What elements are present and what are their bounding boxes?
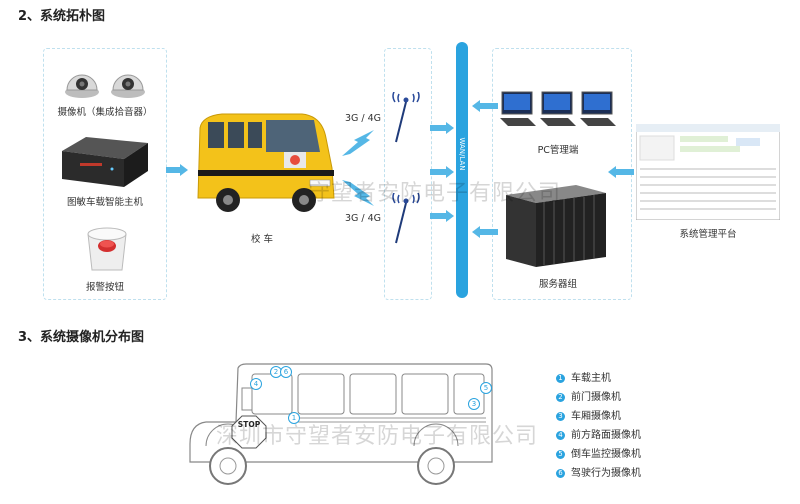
watermark-top: 守望者安防电子有限公司 (308, 181, 562, 206)
marker-6: 6 (280, 366, 292, 378)
dome-camera-icon (65, 74, 145, 98)
stop-sign-label: STOP (237, 420, 261, 429)
marker-4: 4 (250, 378, 262, 390)
dvr-label: 图敏车载智能主机 (66, 197, 143, 208)
marker-2: 2 (270, 366, 282, 378)
pc-monitor-icon (500, 91, 616, 126)
cell-tower-icon (392, 92, 420, 143)
wan-lan-bus-bar (456, 42, 468, 298)
watermark-bottom: 深圳市守望者安防电子有限公司 (216, 424, 539, 449)
school-bus-image (197, 113, 335, 212)
topology-title: 2、系统拓朴图 (18, 9, 106, 24)
arrow-right-icon (430, 166, 454, 178)
arrow-left-icon (472, 100, 498, 112)
platform-screenshot-image (636, 124, 780, 220)
alarm-button-icon (87, 227, 127, 271)
arrow-left-icon (608, 166, 634, 178)
platform-label: 系统管理平台 (679, 229, 737, 240)
alarm-label: 报警按钮 (85, 282, 124, 293)
network-bottom-label: 3G / 4G (344, 213, 382, 224)
arrow-right-icon (166, 164, 188, 176)
distribution-title: 3、系统摄像机分布图 (18, 330, 145, 345)
arrow-right-icon (430, 122, 454, 134)
arrow-right-icon (430, 210, 454, 222)
network-frame (384, 48, 432, 300)
marker-1: 1 (288, 412, 300, 424)
network-top-label: 3G / 4G (344, 113, 382, 124)
bus-label: 校 车 (250, 234, 274, 245)
server-rack-icon (506, 185, 606, 267)
server-label: 服务器组 (538, 279, 577, 290)
pc-label: PC管理端 (537, 145, 579, 156)
marker-3: 3 (468, 398, 480, 410)
arrow-left-icon (472, 226, 498, 238)
wireless-signal-icon (342, 180, 374, 206)
wireless-signal-icon (342, 130, 374, 156)
camera-label: 摄像机（集成拾音器） (57, 107, 153, 118)
wan-lan-label: WAN/LAN (458, 137, 466, 171)
cell-tower-icon (392, 193, 420, 244)
marker-5: 5 (480, 382, 492, 394)
devices-frame (43, 48, 167, 300)
dvr-icon (62, 137, 148, 187)
